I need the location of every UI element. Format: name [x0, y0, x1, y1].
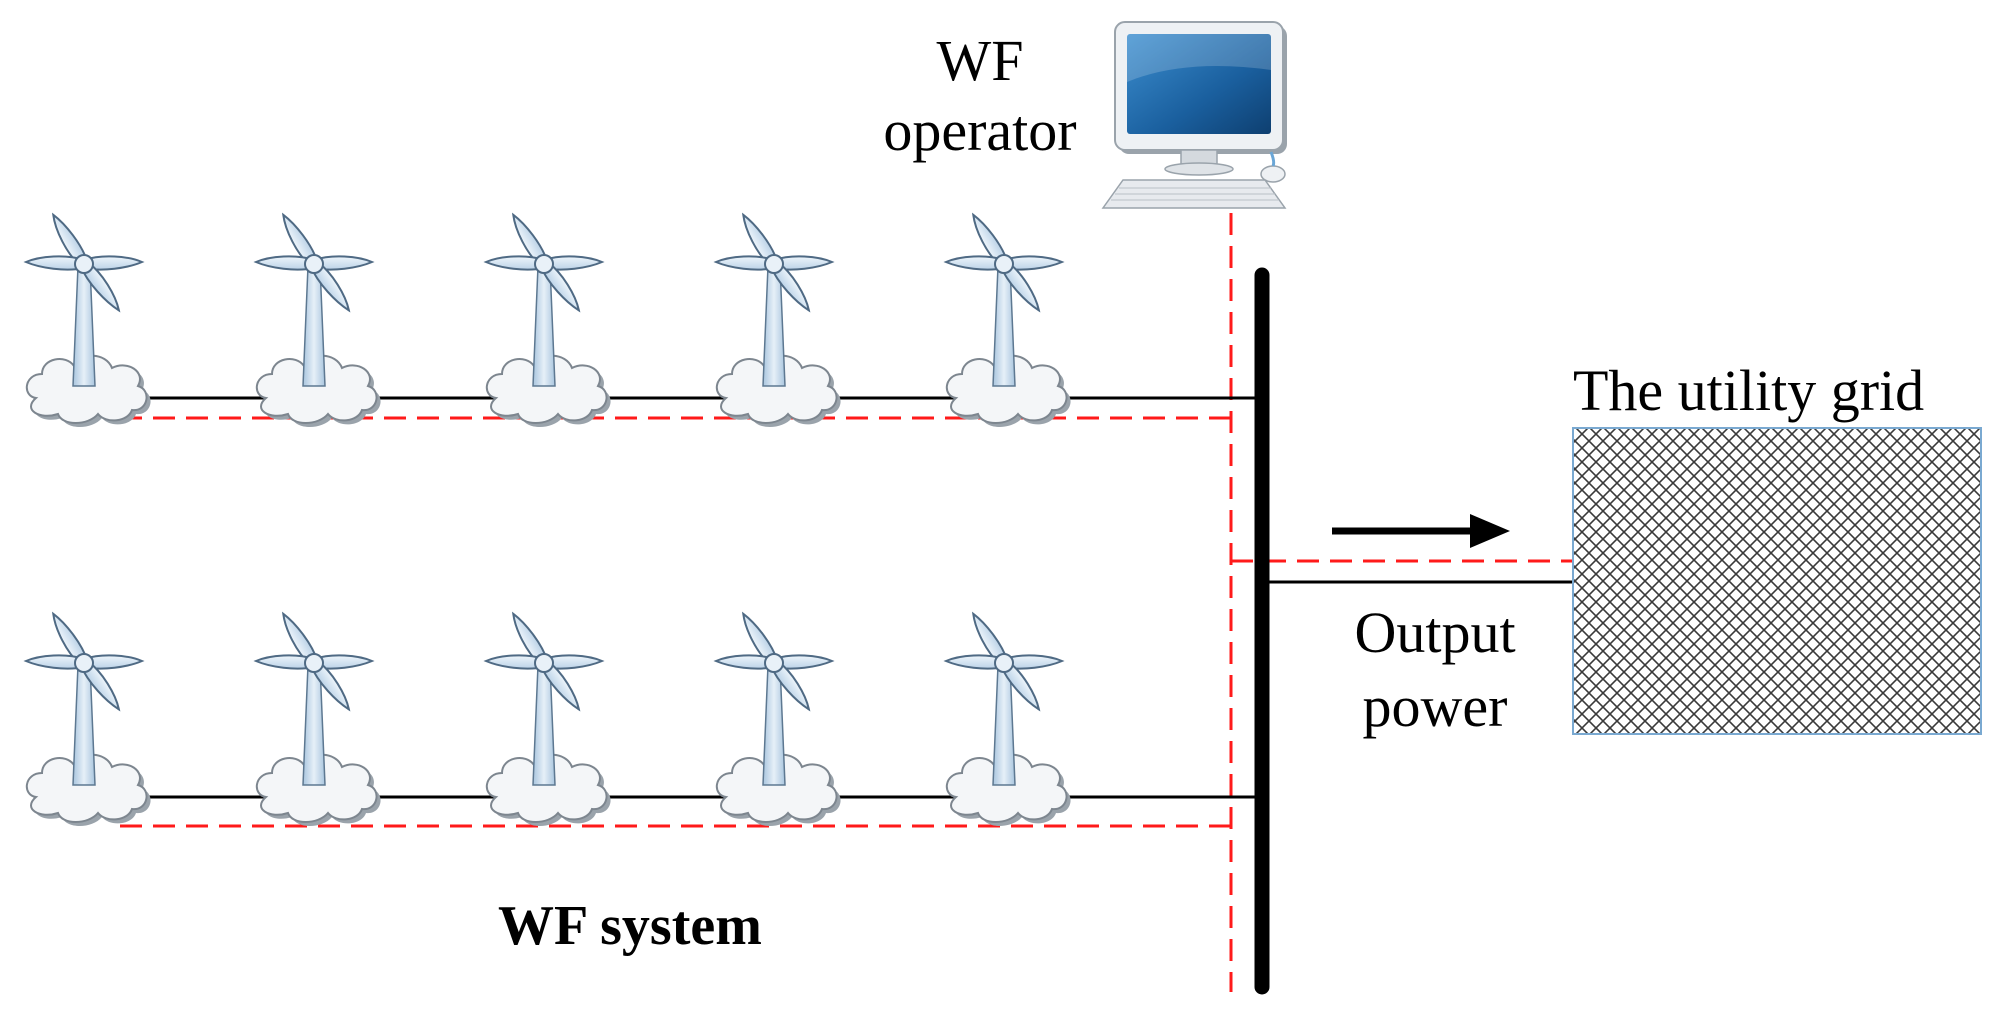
wind-turbine-icon: [943, 212, 1071, 427]
output-power-label: Output power: [1320, 596, 1550, 744]
wind-turbine-icon: [713, 611, 841, 826]
utility-grid-label: The utility grid: [1573, 358, 1925, 423]
wf-operator-line1: WF: [936, 28, 1024, 93]
wind-turbines: [23, 212, 1071, 826]
wind-turbine-icon: [943, 611, 1071, 826]
output-power-line1: Output: [1354, 600, 1516, 665]
wind-turbine-icon: [483, 611, 611, 826]
wind-turbine-icon: [23, 611, 151, 826]
wf-system-label: WF system: [498, 895, 762, 957]
arrow-right-icon: [1332, 514, 1510, 548]
computer-monitor-icon: [1101, 21, 1287, 209]
wf-operator-label: WF operator: [865, 26, 1095, 166]
wf-operator-line2: operator: [883, 98, 1077, 163]
wind-turbine-icon: [23, 212, 151, 427]
wind-turbine-icon: [253, 611, 381, 826]
wind-turbine-icon: [253, 212, 381, 427]
wind-turbine-icon: [483, 212, 611, 427]
output-power-line2: power: [1362, 674, 1508, 739]
utility-grid-block: [1572, 427, 1982, 735]
wind-turbine-icon: [713, 212, 841, 427]
